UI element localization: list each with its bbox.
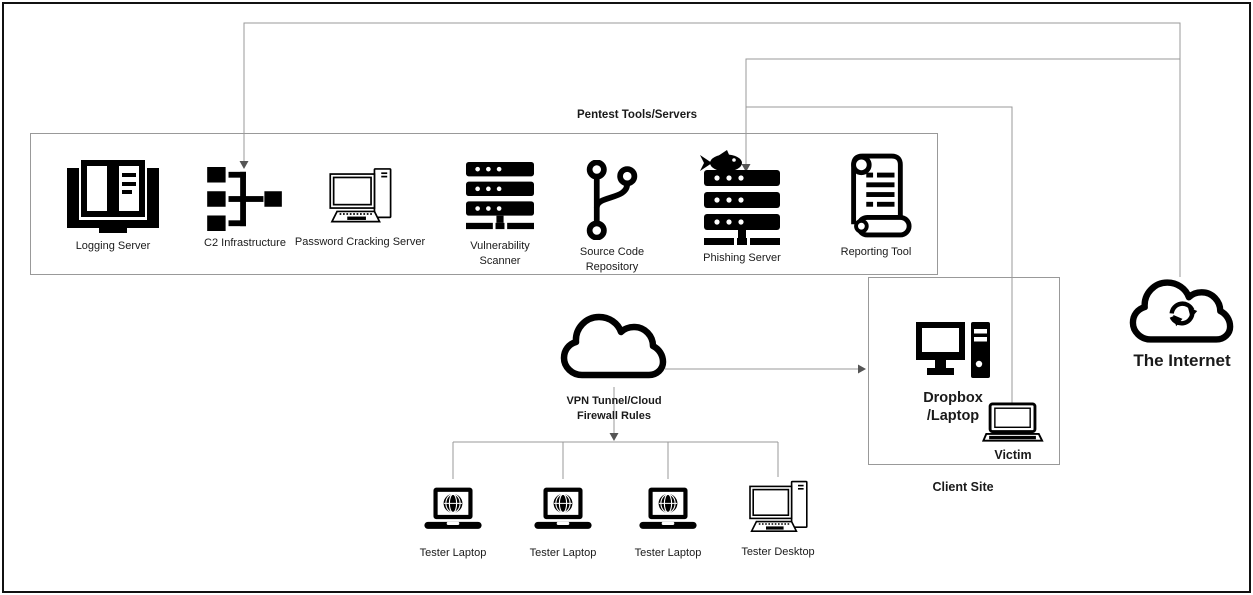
node-label: Source Code Repository <box>579 246 645 274</box>
fish-server-icon <box>700 150 780 245</box>
node-dropbox-laptop: Dropbox /Laptop <box>903 322 1003 425</box>
node-label: Victim <box>994 448 1032 462</box>
open-book-icon <box>67 160 159 233</box>
edge-phishing-to-victim <box>746 106 1013 418</box>
node-internet: The Internet <box>1122 276 1242 372</box>
node-label: Vulnerability Scanner <box>470 240 530 268</box>
node-logging-server: Logging Server <box>43 160 183 254</box>
cloud-icon <box>560 313 667 379</box>
node-tester-desktop: Tester Desktop <box>723 476 833 560</box>
edge-tester-bus <box>452 441 779 479</box>
pentest-box-title: Pentest Tools/Servers <box>577 109 697 121</box>
node-label: Logging Server <box>75 240 151 252</box>
node-vpn-cloud: VPN Tunnel/Cloud Firewall Rules <box>556 310 672 424</box>
fish-glyph <box>700 150 742 172</box>
node-label: Password Cracking Server <box>294 236 426 248</box>
workstation-tower-icon <box>916 322 990 378</box>
desktop-computer-icon <box>749 480 808 532</box>
scroll-icon <box>851 153 912 238</box>
node-label: Tester Laptop <box>529 547 597 559</box>
node-label: C2 Infrastructure <box>204 237 286 249</box>
node-c2-infrastructure: C2 Infrastructure <box>203 167 287 251</box>
node-label: Tester Laptop <box>634 547 702 559</box>
edge-internet-to-c2 <box>243 22 1181 277</box>
node-label: Tester Laptop <box>419 547 487 559</box>
laptop-globe-icon <box>639 487 697 529</box>
node-password-cracking-server: Password Cracking Server <box>272 164 448 250</box>
pentest-box <box>30 133 938 275</box>
node-label: VPN Tunnel/Cloud Firewall Rules <box>566 395 662 423</box>
node-tester-laptop-3: Tester Laptop <box>613 479 723 561</box>
node-tester-laptop-2: Tester Laptop <box>508 479 618 561</box>
client-site-box <box>868 277 1060 465</box>
laptop-globe-icon <box>424 487 482 529</box>
node-label: Tester Desktop <box>741 546 815 558</box>
server-rack-icon <box>466 162 534 230</box>
arrowheads <box>239 161 866 441</box>
edge-internet-to-phishing <box>745 58 1180 164</box>
node-label: Reporting Tool <box>840 246 912 258</box>
node-victim: Victim <box>978 402 1048 464</box>
node-label: The Internet <box>1133 351 1231 370</box>
node-vulnerability-scanner: Vulnerability Scanner <box>458 158 542 269</box>
git-branch-icon <box>586 160 638 240</box>
network-tree-icon <box>207 167 282 231</box>
laptop-globe-icon <box>534 487 592 529</box>
node-tester-laptop-1: Tester Laptop <box>398 479 508 561</box>
laptop-outline-icon <box>982 402 1044 442</box>
desktop-computer-icon <box>329 168 392 223</box>
node-reporting-tool: Reporting Tool <box>831 152 921 260</box>
node-label: Phishing Server <box>703 252 781 264</box>
cloud-sync-icon <box>1129 279 1234 343</box>
node-source-code-repository: Source Code Repository <box>570 160 654 275</box>
node-phishing-server: Phishing Server <box>692 150 792 266</box>
client-site-title: Client Site <box>932 480 994 494</box>
node-label: Dropbox /Laptop <box>923 390 983 425</box>
